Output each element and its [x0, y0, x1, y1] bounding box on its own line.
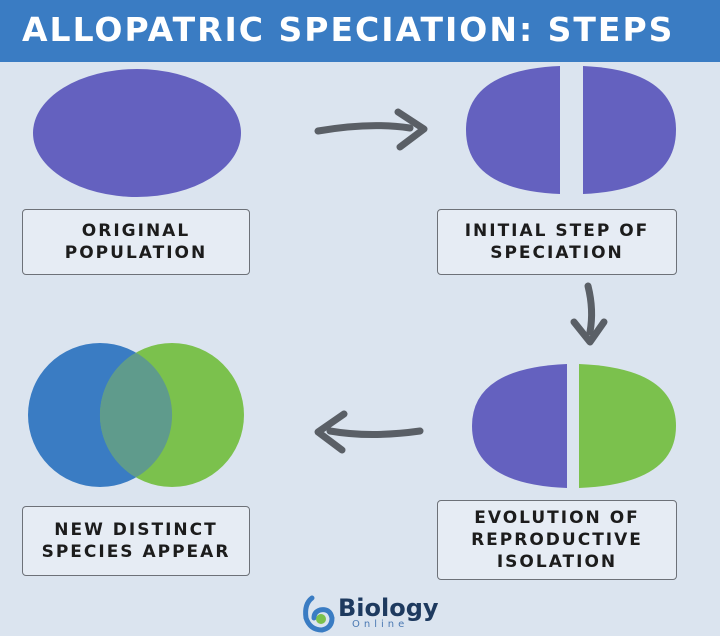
step-label-text: ORIGINAL POPULATION: [64, 221, 208, 263]
logo-subtext: Online: [352, 619, 409, 630]
page-title: ALLOPATRIC SPECIATION: STEPS: [22, 10, 675, 49]
curved-arrow-icon: [314, 410, 424, 454]
step-label-text: NEW DISTINCT SPECIES APPEAR: [41, 520, 231, 562]
step-label-text: INITIAL STEP OF SPECIATION: [464, 221, 650, 263]
logo-text: Biology: [338, 594, 439, 622]
split-population-shape: [466, 66, 676, 194]
step-label-text: EVOLUTION OF REPRODUCTIVE ISOLATION: [471, 508, 643, 572]
step-label-original-population: ORIGINAL POPULATION: [22, 209, 250, 275]
step-label-initial-speciation: INITIAL STEP OF SPECIATION: [437, 209, 677, 275]
biology-online-logo-icon: [303, 595, 335, 633]
step-label-reproductive-isolation: EVOLUTION OF REPRODUCTIVE ISOLATION: [437, 500, 677, 580]
original-population-ellipse: [33, 69, 241, 197]
curved-arrow-icon: [570, 282, 608, 346]
step-label-new-species: NEW DISTINCT SPECIES APPEAR: [22, 506, 250, 576]
isolated-populations-shape: [472, 364, 676, 488]
curved-arrow-icon: [314, 108, 428, 151]
new-species-circles: [28, 343, 244, 487]
header-bar: ALLOPATRIC SPECIATION: STEPS: [0, 0, 720, 62]
biology-online-logo: Biology Online: [300, 592, 440, 636]
